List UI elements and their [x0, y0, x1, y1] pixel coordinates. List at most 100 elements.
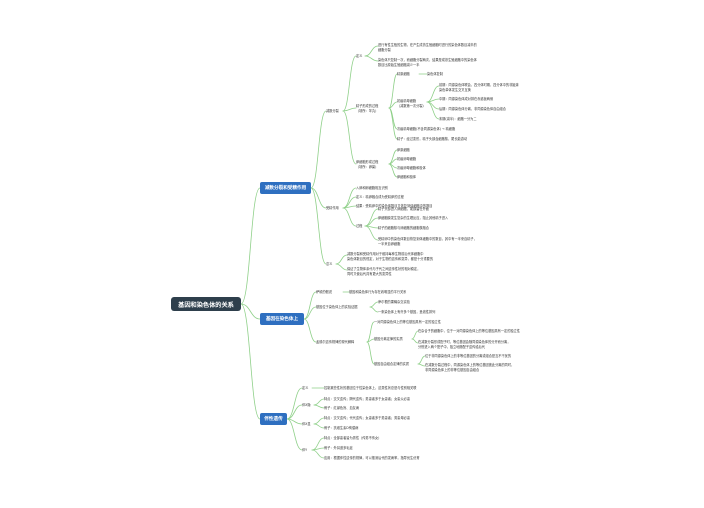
connector [313, 423, 325, 429]
egg-oogonium: 卵原细胞 [397, 148, 410, 152]
connector [411, 338, 419, 344]
node-fertilization[interactable]: 受精作用 [326, 206, 339, 210]
egg-ovum: 卵细胞和极体 [397, 175, 417, 179]
node-y-linked[interactable]: 伴Y [302, 448, 308, 452]
sperm-spermatogonium-sub: 染色体复制 [427, 72, 443, 76]
node-modern-explanation[interactable]: 孟德尔遗传规律的现代解释 [316, 340, 355, 344]
significance-item-1: 减数分裂和受精作用对于维持每种生物前后代体细胞中 染色体数目的恒定，对于生物的遗… [347, 252, 434, 261]
evidence-item-2: 一条染色体上有许多个基因，呈线性排列 [378, 310, 436, 314]
definition-item-1: 进行有性生殖的生物，在产生成熟生殖细胞时进行的染色体数目减半的 细胞分裂 [378, 43, 477, 52]
segregation-item-1: 在杂合子的细胞中，位于一对同源染色体上的等位基因具有一定的独立性 [418, 329, 520, 333]
node-sexlinked-definition[interactable]: 定义 [302, 386, 309, 390]
connector [303, 306, 317, 320]
connector [364, 208, 379, 227]
connector [342, 55, 357, 112]
connector [303, 318, 317, 343]
fertilization-item-1: 入卵和卵细胞相互识别 [356, 186, 388, 190]
sperm-spermatogonium: 精原细胞 [397, 72, 410, 76]
assortment-item-1: 位于非同源染色体上的非等位基因的分离或组合是互不干扰的 [425, 354, 512, 358]
connector [286, 404, 303, 420]
node-evidence[interactable]: 基因位于染色体上的实验证据 [316, 305, 358, 309]
node-sutton-hypothesis[interactable]: 萨顿的假说 [316, 290, 332, 294]
connector [426, 85, 440, 103]
egg-primary-oocyte: 初级卵母细胞 [397, 157, 417, 161]
node-definition[interactable]: 定义 [356, 54, 363, 58]
connector [240, 303, 261, 320]
connector [388, 107, 398, 140]
process-item-1: 精子头部进入卵细胞，尾部留在外面 [378, 207, 429, 211]
fertilization-item-3: 结果：受精卵中的染色体数目又恢复到体细胞中的数目 [356, 204, 433, 208]
connector [342, 187, 357, 209]
x-dominant-item-2: 例子：抗维生素D佝偻病 [324, 426, 359, 430]
connector [342, 107, 357, 112]
connector [417, 355, 426, 365]
connector [335, 263, 348, 271]
x-recessive-item-1: 特点：交叉遗传；隔代遗传；男患者多于女患者；女患父必患 [324, 397, 411, 401]
sperm-secondary-spermatocyte: 次级精母细胞(不含同源染色体) → 精细胞 [397, 127, 456, 131]
connector [342, 207, 357, 227]
connector [310, 187, 327, 209]
sexlinked-definition-text: 控制某些性状的基因位于性染色体上，这类性状总是与性别相关联 [324, 386, 417, 390]
process-item-3: 精子的细胞核与卵细胞的细胞核融合 [378, 226, 429, 230]
connector [426, 101, 440, 120]
node-sperm-formation[interactable]: 精子形成的过程 （场所：睾丸） [356, 104, 379, 113]
connector [311, 449, 325, 459]
connector [335, 254, 348, 265]
process-item-4: 受精卵中的染色体数目恢复到体细胞中的数目，其中有一半来自精子， 一半来自卵细胞 [378, 237, 477, 246]
fertilization-item-2: 定义：精卵融合成为受精卵的过程 [356, 195, 404, 199]
connector [286, 418, 303, 451]
y-linked-item-3: 应用：根据伴性遗传的规律，可以推测后代的发病率，指导优生优育 [324, 456, 420, 460]
node-significance[interactable]: 意义 [326, 262, 333, 266]
connector [303, 291, 317, 320]
connector [342, 110, 357, 165]
connector [240, 303, 261, 420]
node-egg-formation[interactable]: 卵细胞形成过程 （场所：卵巢） [356, 160, 379, 169]
sperm-primary-spermatocyte: 初级精母细胞 （减数第一次分裂） [397, 99, 426, 108]
connector [366, 341, 375, 365]
sperm-metaphase: 中期：同源染色体成对排在赤道板两侧 [439, 97, 494, 101]
root-node[interactable]: 基因和染色体的关系 [171, 297, 241, 311]
connector [369, 301, 379, 308]
node-x-recessive[interactable]: 伴X隐 [302, 403, 311, 407]
laws-intro: 一对同源染色体上的等位基因具有一定的独立性 [374, 320, 441, 324]
sperm-sperm: 精子：经过变形，精子头部含细胞核，尾长能游动 [397, 137, 468, 141]
sutton-text: 基因和染色体行为存在着明显的平行关系 [349, 290, 407, 294]
connector [364, 225, 379, 241]
connector [313, 404, 325, 409]
connector [310, 110, 327, 189]
node-segregation-law[interactable]: 基因分离定律的实质 [374, 337, 403, 341]
connector [240, 187, 261, 305]
connector [286, 387, 303, 420]
segregation-item-2: 在减数分裂形成配子时，等位基因会随同源染色体的分开而分离， 分别进入两个配子中，… [418, 340, 511, 349]
sperm-anaphase: 后期：同源染色体分离，非同源染色体自由组合 [439, 107, 506, 111]
evidence-item-1: 摩尔根的果蝇杂交实验 [378, 300, 410, 304]
node-fertilization-process[interactable]: 过程 [356, 224, 363, 228]
branch-sex-linked[interactable]: 伴性遗传 [260, 413, 287, 425]
connector [364, 55, 379, 62]
node-assortment-law[interactable]: 基因自由组合定律的实质 [374, 362, 410, 366]
egg-secondary-oocyte: 次级卵母细胞和极体 [397, 166, 426, 170]
connector [366, 338, 375, 343]
connector [310, 187, 327, 265]
connector [313, 398, 325, 406]
connector [369, 306, 379, 313]
connector [388, 73, 398, 109]
definition-item-2: 染色体只复制一次，而细胞分裂两次，结果是成熟生殖细胞中的染色体 数目比原始生殖细… [378, 58, 477, 67]
node-x-dominant[interactable]: 伴X显 [302, 422, 311, 426]
connector [388, 163, 398, 178]
significance-item-2: 保证了生物体亲代与子代之间遗传性状的相对稳定， 同时又使后代具有更大的变异性 [347, 267, 421, 276]
connector [313, 417, 325, 425]
branch-meiosis[interactable]: 减数分裂和受精作用 [260, 182, 311, 194]
x-dominant-item-1: 特点：交叉遗传；代代遗传；女患者多于男患者；男患母必患 [324, 416, 411, 420]
branch-chromosome[interactable]: 基因在染色体上 [260, 313, 304, 325]
y-linked-item-2: 例子：外耳道多毛症 [324, 446, 353, 450]
node-meiosis-reduction[interactable]: 减数分裂 [326, 109, 339, 113]
connector [364, 45, 379, 57]
sperm-telophase: 末期(减半)：细胞一分为二 [439, 117, 477, 121]
sperm-prophase: 前期：同源染色体联会，四分体时期，四分体中的非姐妹 染色单体发生交叉互换 [439, 83, 519, 92]
connector [426, 98, 440, 103]
x-recessive-item-2: 例子：红绿色盲、血友病 [324, 406, 360, 410]
y-linked-item-1: 特点：全部患者皆为男性（传男不传女） [324, 436, 382, 440]
